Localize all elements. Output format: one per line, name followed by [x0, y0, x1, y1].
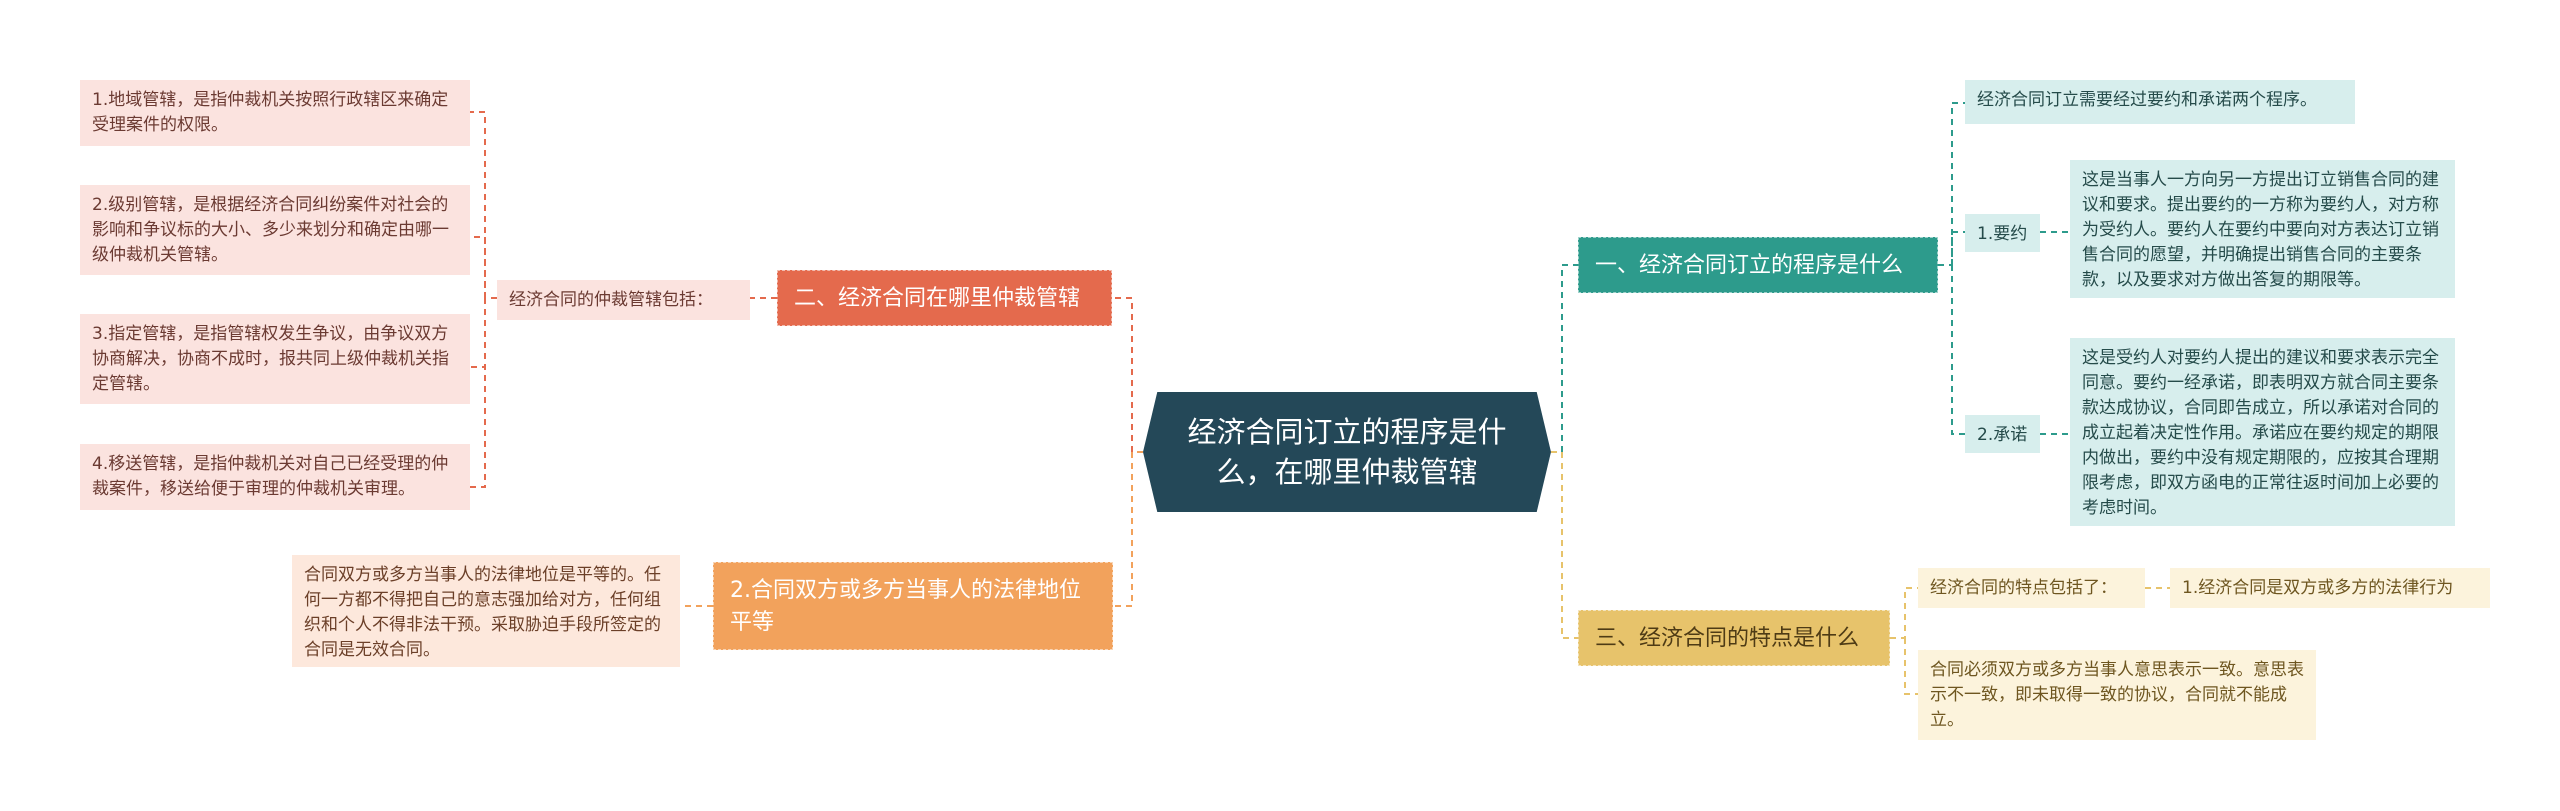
jurisdiction-item[interactable]: 2.级别管辖，是根据经济合同纠纷案件对社会的影响和争议标的大小、多少来划分和确定… — [80, 185, 470, 275]
feature-point[interactable]: 1.经济合同是双方或多方的法律行为 — [2170, 568, 2490, 608]
jurisdiction-label[interactable]: 经济合同的仲裁管辖包括： — [497, 280, 750, 320]
central-topic[interactable]: 经济合同订立的程序是什么，在哪里仲裁管辖 — [1143, 392, 1551, 512]
branch-arbitration-jurisdiction[interactable]: 二、经济合同在哪里仲裁管辖 — [777, 270, 1112, 326]
offer-detail[interactable]: 这是当事人一方向另一方提出订立销售合同的建议和要求。提出要约的一方称为要约人，对… — [2070, 160, 2455, 298]
offer-label[interactable]: 1.要约 — [1965, 214, 2040, 252]
procedure-intro[interactable]: 经济合同订立需要经过要约和承诺两个程序。 — [1965, 80, 2355, 124]
branch-equal-legal-status[interactable]: 2.合同双方或多方当事人的法律地位平等 — [713, 562, 1113, 650]
acceptance-label[interactable]: 2.承诺 — [1965, 415, 2040, 453]
acceptance-detail[interactable]: 这是受约人对要约人提出的建议和要求表示完全同意。要约一经承诺，即表明双方就合同主… — [2070, 338, 2455, 526]
equal-status-detail[interactable]: 合同双方或多方当事人的法律地位是平等的。任何一方都不得把自己的意志强加给对方，任… — [292, 555, 680, 667]
branch-contract-features[interactable]: 三、经济合同的特点是什么 — [1578, 610, 1890, 666]
jurisdiction-item[interactable]: 4.移送管辖，是指仲裁机关对自己已经受理的仲裁案件，移送给便于审理的仲裁机关审理… — [80, 444, 470, 510]
branch-contract-procedure[interactable]: 一、经济合同订立的程序是什么 — [1578, 237, 1938, 293]
jurisdiction-item[interactable]: 1.地域管辖，是指仲裁机关按照行政辖区来确定受理案件的权限。 — [80, 80, 470, 146]
jurisdiction-item[interactable]: 3.指定管辖，是指管辖权发生争议，由争议双方协商解决，协商不成时，报共同上级仲裁… — [80, 314, 470, 404]
feature-detail[interactable]: 合同必须双方或多方当事人意思表示一致。意思表示不一致，即未取得一致的协议，合同就… — [1918, 650, 2316, 740]
features-label[interactable]: 经济合同的特点包括了： — [1918, 568, 2145, 608]
